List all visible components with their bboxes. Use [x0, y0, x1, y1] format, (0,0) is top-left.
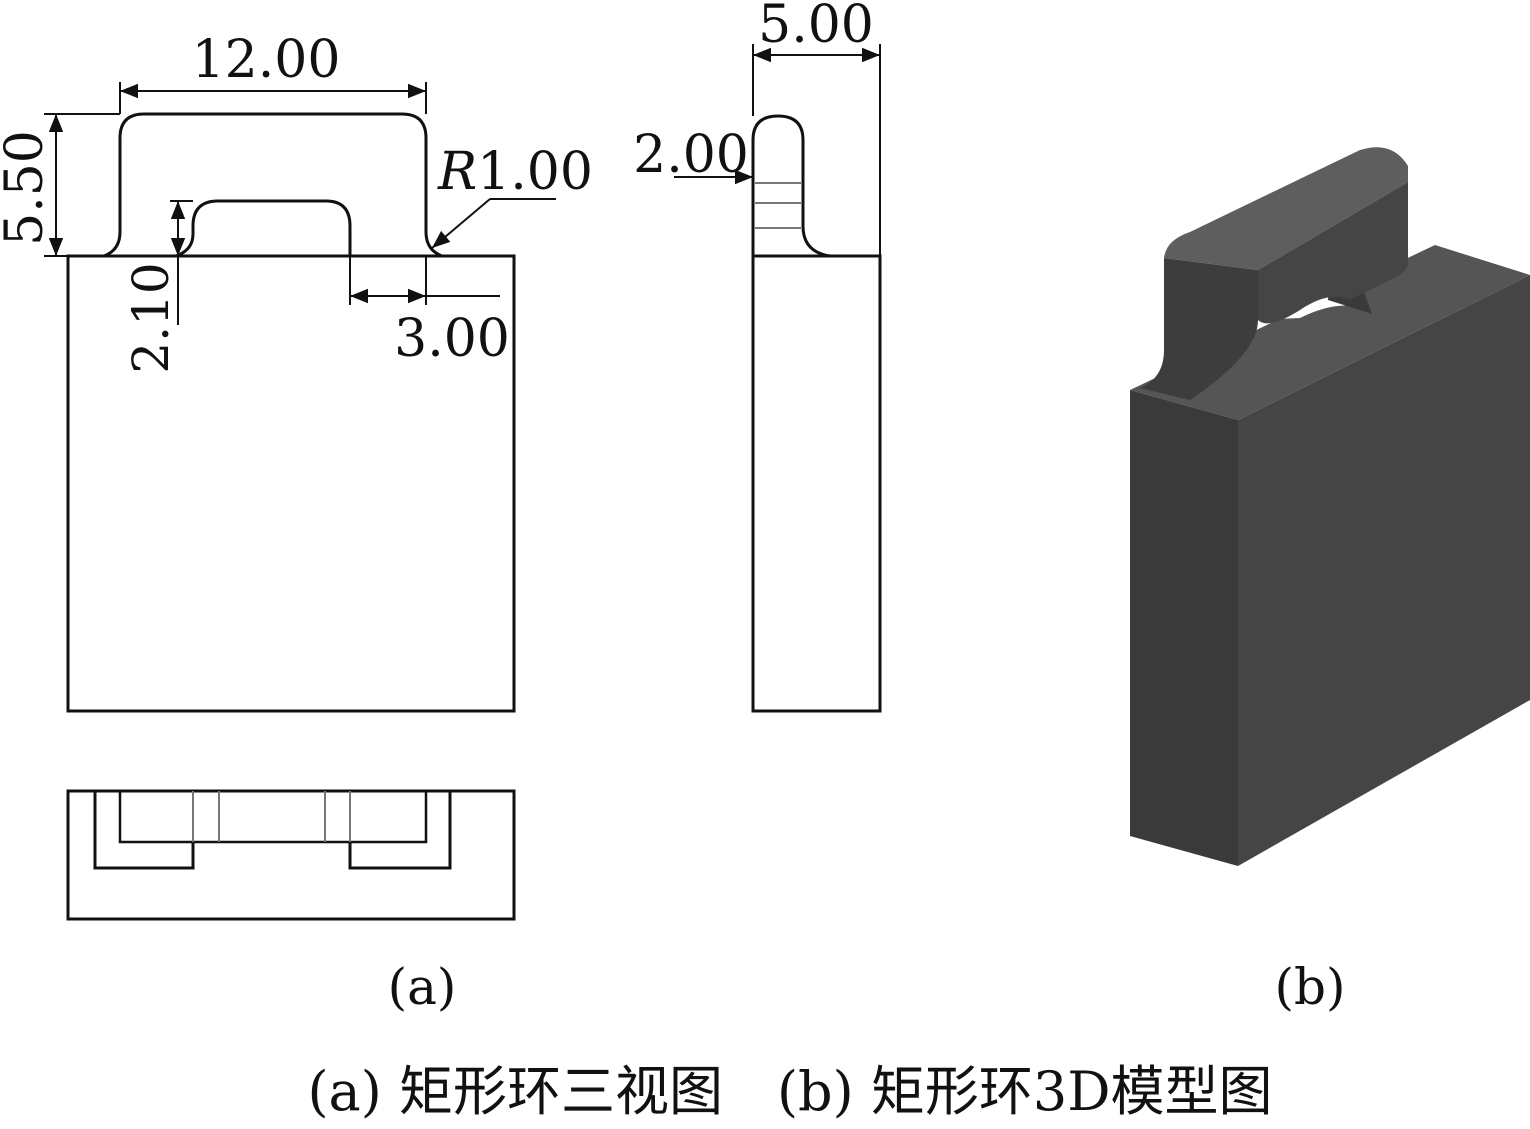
top-view-left-pocket [93, 791, 195, 870]
dim-radius-leader [431, 198, 491, 249]
box-right-face [1238, 275, 1530, 866]
side-body-outline [751, 254, 882, 713]
dim-height-label: 5.50 [0, 130, 55, 246]
dim-radius-prefix: R [437, 142, 477, 202]
front-view: 12.00 5.50 2.10 R1.00 3.00 [0, 30, 593, 713]
dim-side-width-label: 5.00 [758, 0, 874, 55]
top-view [66, 789, 516, 921]
handle-top-face [1164, 147, 1408, 270]
side-view: 5.00 2.00 [633, 0, 882, 713]
top-view-right-pocket [348, 791, 452, 870]
subfigure-label-a: (a) [388, 958, 457, 1016]
top-view-outline [66, 789, 516, 921]
model-3d [1130, 147, 1530, 866]
dim-inner-label: 2.10 [122, 262, 180, 373]
dim-radius-label: R1.00 [437, 142, 593, 202]
dim-radius-value: 1.00 [477, 142, 593, 202]
front-handle-inner [175, 199, 352, 258]
front-handle-outer [103, 112, 443, 258]
front-body-outline [66, 254, 516, 713]
figure-caption: (a) 矩形环三视图 (b) 矩形环3D模型图 [307, 1060, 1272, 1123]
box-top-face [1130, 245, 1530, 420]
box-front-face [1130, 390, 1238, 866]
dim-side-thickness-label: 2.00 [633, 125, 749, 185]
handle-front-face [1140, 258, 1258, 400]
subfigure-label-b: (b) [1274, 958, 1345, 1016]
top-view-handle-outline [118, 791, 428, 844]
handle-right-face [1258, 182, 1408, 324]
side-handle-outline [751, 114, 831, 258]
dim-width-label: 12.00 [192, 30, 341, 90]
dim-offset-label: 3.00 [394, 309, 510, 369]
